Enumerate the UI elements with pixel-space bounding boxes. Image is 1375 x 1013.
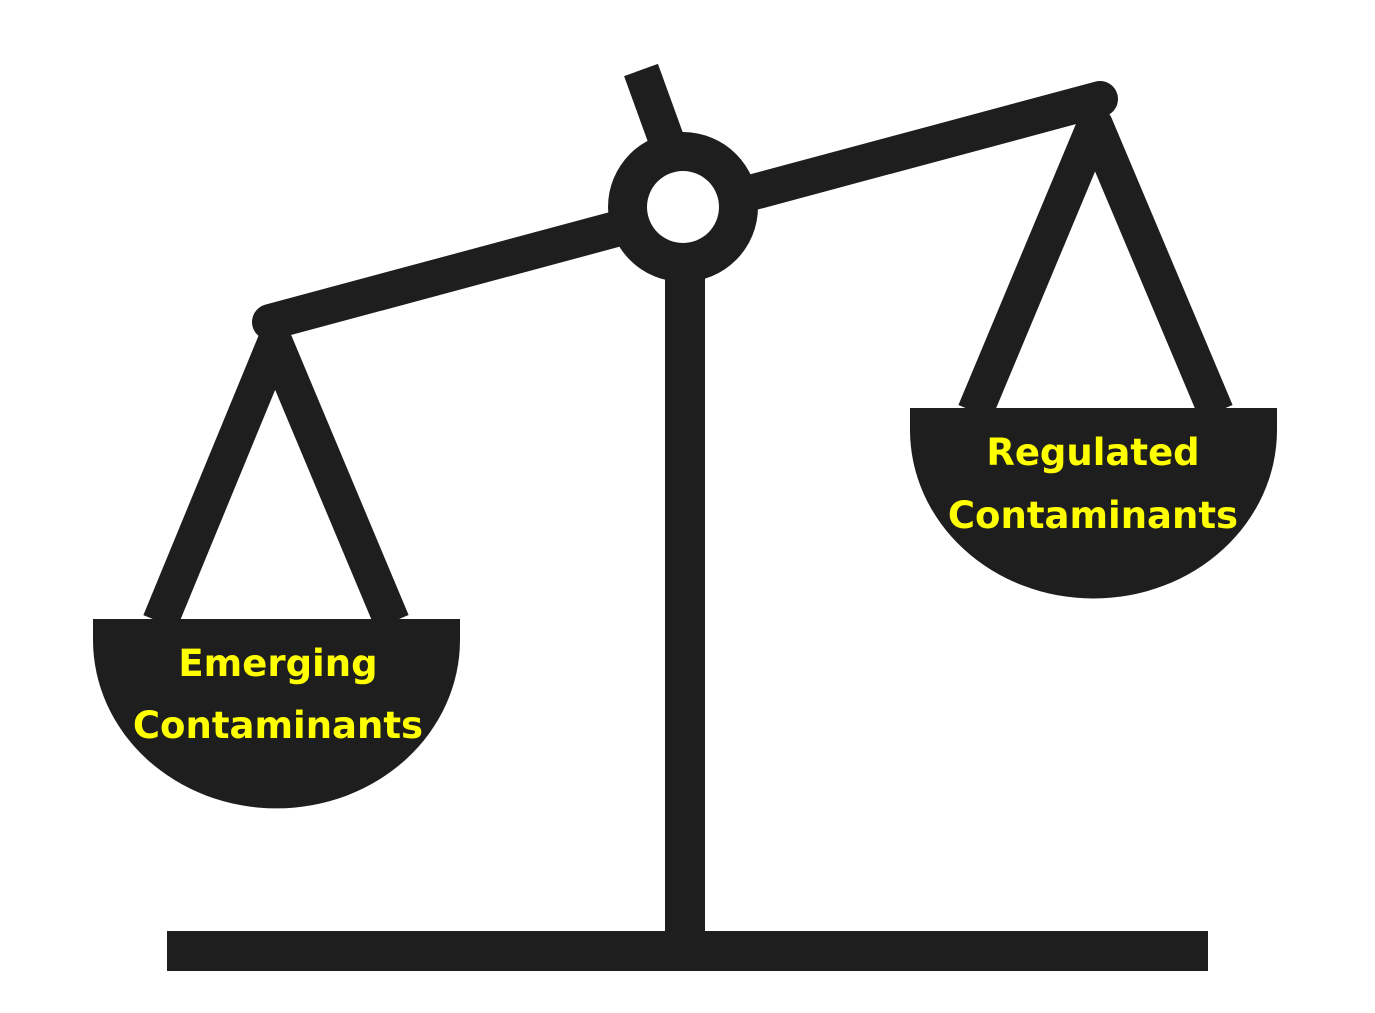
left-pan	[93, 619, 460, 809]
right-pan-hanger	[958, 107, 1233, 419]
scale-post	[665, 245, 705, 945]
left-pan-hanger	[143, 325, 409, 629]
pivot-hole	[647, 171, 719, 243]
right-pan-label-line2: Contaminants	[948, 494, 1238, 537]
right-pan	[910, 408, 1277, 599]
left-pan-label-line1: Emerging	[178, 642, 377, 685]
right-pan-label-line1: Regulated	[986, 431, 1199, 474]
left-pan-label-line2: Contaminants	[133, 704, 423, 747]
